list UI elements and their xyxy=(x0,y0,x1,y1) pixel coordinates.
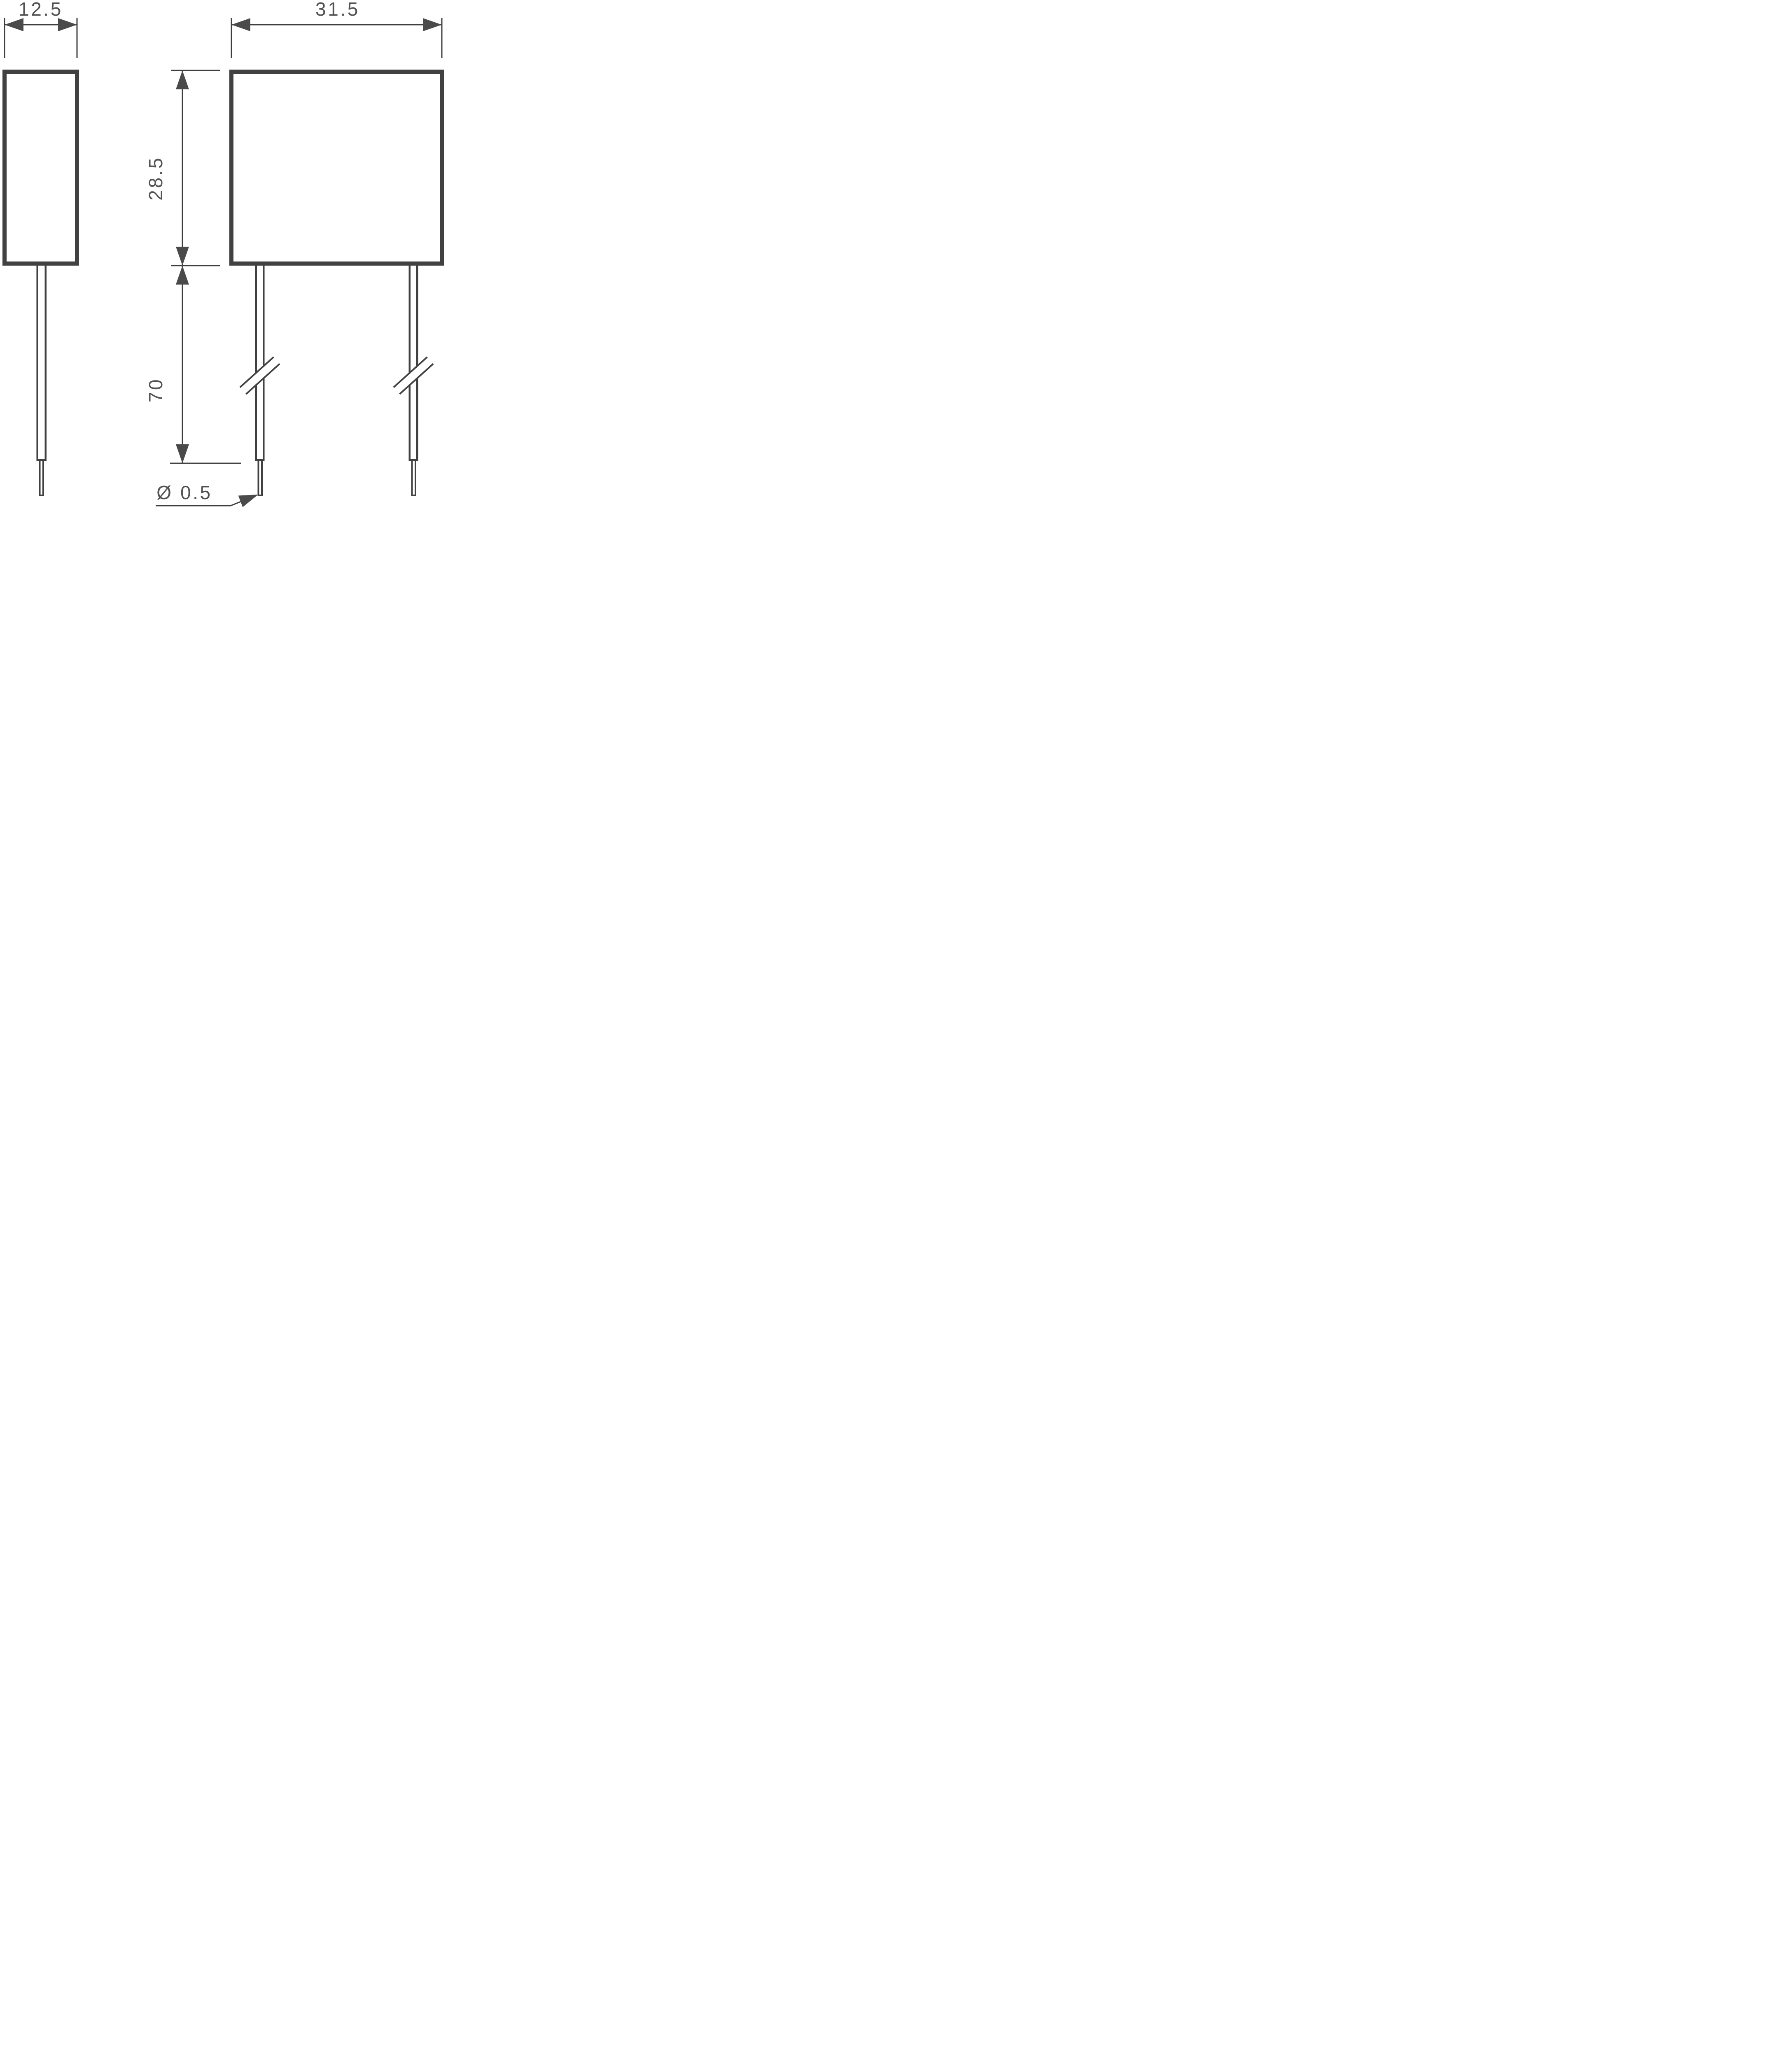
dim-body-height: 28.5 xyxy=(145,70,220,266)
dim-label-lead-diameter: Ø 0.5 xyxy=(156,482,212,503)
arrowhead-left xyxy=(5,18,23,31)
lead-tip-wall-right xyxy=(415,461,416,496)
dim-label-front-width: 12.5 xyxy=(19,0,63,20)
lead-shoulder xyxy=(255,459,265,461)
left-view xyxy=(2,70,79,496)
dim-label-side-width: 31.5 xyxy=(315,0,360,20)
dim-side-width: 31.5 xyxy=(231,0,443,58)
lead-tip-wall-left xyxy=(39,461,41,496)
lead-tip-end xyxy=(411,495,416,496)
leader-lead-diameter: Ø 0.5 xyxy=(156,482,258,507)
arrowhead-up xyxy=(176,266,189,285)
arrowhead-up xyxy=(176,70,189,89)
left-view-lead xyxy=(36,266,47,496)
dim-label-lead-length: 70 xyxy=(145,378,166,402)
lead-break-mark-right xyxy=(393,356,434,395)
dim-front-width: 12.5 xyxy=(4,0,78,58)
lead-wall-right xyxy=(263,266,265,460)
lead-tip-end xyxy=(257,495,263,496)
lead-wall-right xyxy=(416,266,418,460)
leader-arrowhead-group xyxy=(238,495,258,507)
break-gap xyxy=(394,357,433,394)
dim-label-body-height: 28.5 xyxy=(145,156,166,201)
lead-wall-left xyxy=(255,266,257,460)
lead-tip-wall-right xyxy=(261,461,263,496)
break-slash-lower xyxy=(399,363,434,395)
technical-drawing-page: 12.5 31.5 28.5 70 Ø 0.5 xyxy=(0,0,448,516)
lead-shoulder xyxy=(36,459,47,461)
arrowhead-right xyxy=(423,18,442,31)
lead-wall-left xyxy=(408,266,411,460)
lead-wall-left xyxy=(36,266,38,460)
component-dimension-drawing: 12.5 31.5 28.5 70 Ø 0.5 xyxy=(2,0,444,507)
leader-arrowhead xyxy=(238,495,258,507)
lead-tip-end xyxy=(39,495,44,496)
lead-tip-wall-right xyxy=(42,461,44,496)
lead-break-mark-left xyxy=(239,356,280,395)
lead-tip-wall-left xyxy=(411,461,413,496)
lead-wall-right xyxy=(44,266,47,460)
right-view-lead-left xyxy=(255,266,265,496)
right-view xyxy=(229,70,444,496)
arrowhead-right xyxy=(58,18,77,31)
break-gap xyxy=(240,357,279,394)
arrowhead-left xyxy=(231,18,250,31)
dim-lead-length: 70 xyxy=(145,266,241,464)
lead-tip-wall-left xyxy=(257,461,259,496)
left-view-body-outline xyxy=(2,70,79,266)
right-view-body-outline xyxy=(229,70,444,266)
right-view-lead-right xyxy=(408,266,418,496)
break-slash-lower xyxy=(245,363,280,395)
break-slash-upper xyxy=(393,356,428,388)
arrowhead-down xyxy=(176,247,189,266)
lead-shoulder xyxy=(408,459,418,461)
break-slash-upper xyxy=(239,356,274,388)
arrowhead-down xyxy=(176,444,189,463)
